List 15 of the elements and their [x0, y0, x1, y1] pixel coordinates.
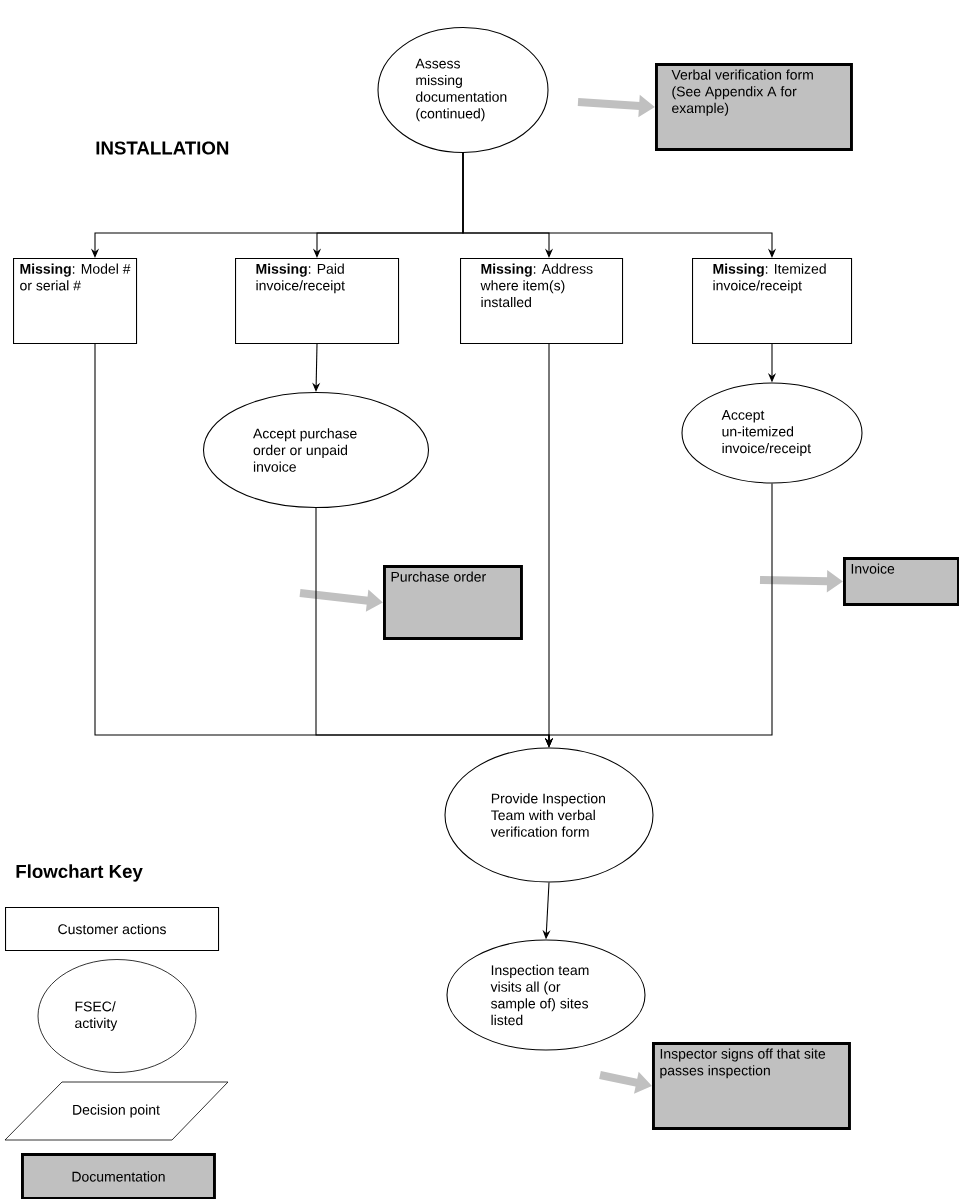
action-box: Missing: Itemized invoice/receipt	[692, 258, 853, 345]
key-document: Documentation	[21, 1153, 216, 1199]
document-box: Invoice	[843, 557, 959, 606]
key-box: Customer actions	[5, 907, 220, 952]
arrow	[312, 343, 321, 392]
document-box: Inspector signs off that site passes inspection	[652, 1042, 851, 1130]
heading: INSTALLATION	[96, 141, 229, 155]
document-box: Verbal verification form (See Appendix A for example)	[655, 63, 853, 151]
arrow	[462, 152, 777, 258]
action-box: Missing: Model # or serial #	[13, 258, 138, 345]
action-box: Missing: Paid invoice/receipt	[235, 258, 400, 345]
key-parallelogram: Decision point	[4, 1081, 229, 1141]
document-box: Purchase order	[383, 565, 523, 640]
key-heading: Flowchart Key	[16, 864, 143, 882]
action-box: Missing: Address where item(s) installed	[460, 258, 624, 345]
